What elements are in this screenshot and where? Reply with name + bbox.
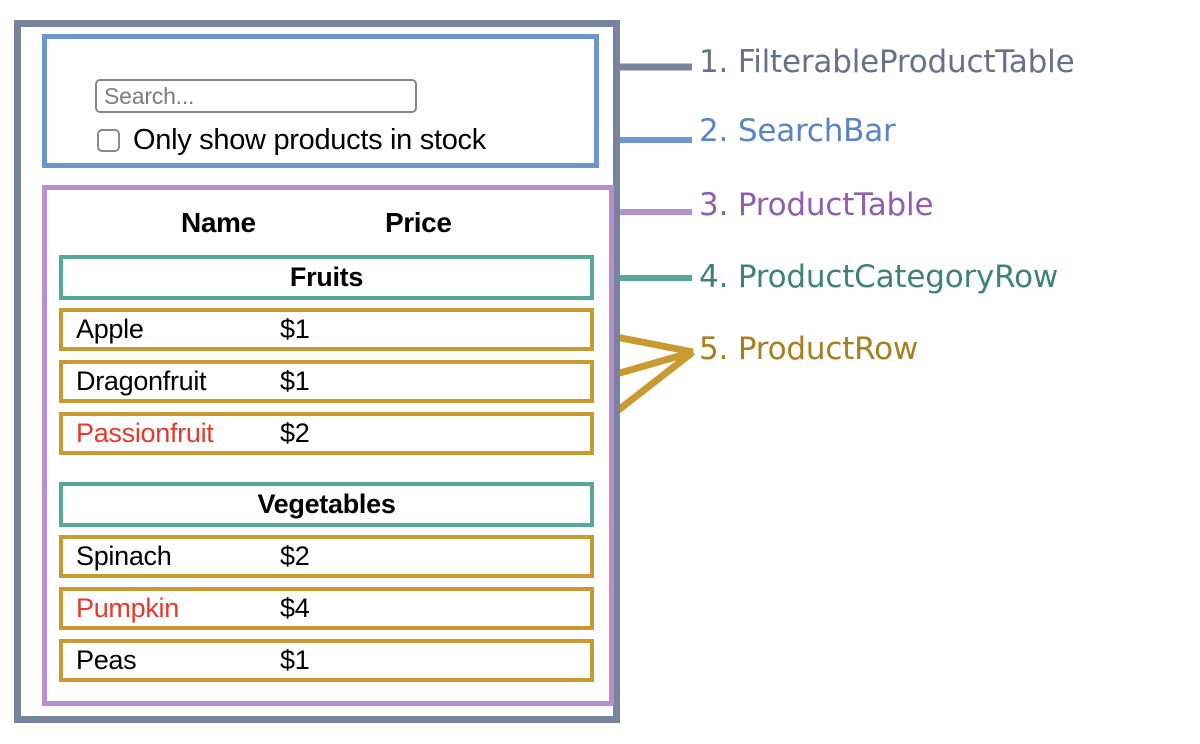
annotation-number: 4. <box>699 259 729 295</box>
product-rows-area: Fruits Apple $1 Dragonfruit $1 Passionfr… <box>59 255 594 691</box>
annotation-label-searchbar: 2. SearchBar <box>699 116 896 147</box>
annotation-label-filterableproducttable: 1. FilterableProductTable <box>699 44 1075 80</box>
column-header-price: Price <box>385 207 452 238</box>
annotation-number: 5. <box>699 331 729 367</box>
checkbox-icon[interactable] <box>97 129 120 152</box>
product-name: Peas <box>76 645 137 675</box>
annotation-text: SearchBar <box>737 113 896 149</box>
annotation-text: ProductCategoryRow <box>737 259 1059 295</box>
annotation-number: 3. <box>699 187 729 223</box>
annotation-label-producttable: 3. ProductTable <box>699 187 934 223</box>
product-name: Pumpkin <box>76 593 179 623</box>
product-name: Spinach <box>76 541 172 571</box>
annotation-text: ProductTable <box>737 187 934 223</box>
product-row[interactable]: Pumpkin $4 <box>59 587 594 630</box>
category-label: Vegetables <box>257 489 396 519</box>
product-row[interactable]: Passionfruit $2 <box>59 412 594 455</box>
product-price: $2 <box>280 541 310 571</box>
search-bar: Search... Only show products in stock <box>42 34 599 168</box>
product-price: $1 <box>280 366 310 396</box>
product-price: $1 <box>280 314 310 344</box>
annotation-label-productcategoryrow: 4. ProductCategoryRow <box>699 262 1058 293</box>
product-name: Passionfruit <box>76 418 214 448</box>
in-stock-checkbox-label: Only show products in stock <box>133 124 486 156</box>
annotation-number: 2. <box>699 113 729 149</box>
annotation-text: FilterableProductTable <box>737 44 1075 80</box>
in-stock-checkbox-row[interactable]: Only show products in stock <box>97 126 486 155</box>
product-category-row: Fruits <box>59 255 594 300</box>
product-price: $4 <box>280 593 310 623</box>
table-header-row: Name Price <box>47 204 609 242</box>
annotation-number: 1. <box>699 44 729 80</box>
product-row[interactable]: Spinach $2 <box>59 535 594 578</box>
annotation-label-productrow: 5. ProductRow <box>699 334 918 365</box>
search-input[interactable]: Search... <box>95 79 417 113</box>
product-row[interactable]: Apple $1 <box>59 308 594 351</box>
product-name: Dragonfruit <box>76 366 207 396</box>
column-header-name: Name <box>181 207 256 238</box>
product-row[interactable]: Dragonfruit $1 <box>59 360 594 403</box>
annotation-text: ProductRow <box>737 331 919 367</box>
group-spacer <box>59 464 594 482</box>
product-name: Apple <box>76 314 144 344</box>
category-label: Fruits <box>289 262 364 292</box>
product-price: $1 <box>280 645 310 675</box>
product-price: $2 <box>280 418 310 448</box>
product-row[interactable]: Peas $1 <box>59 639 594 682</box>
product-table: Name Price Fruits Apple $1 Dragonfruit $… <box>42 185 614 706</box>
product-category-row: Vegetables <box>59 482 594 527</box>
